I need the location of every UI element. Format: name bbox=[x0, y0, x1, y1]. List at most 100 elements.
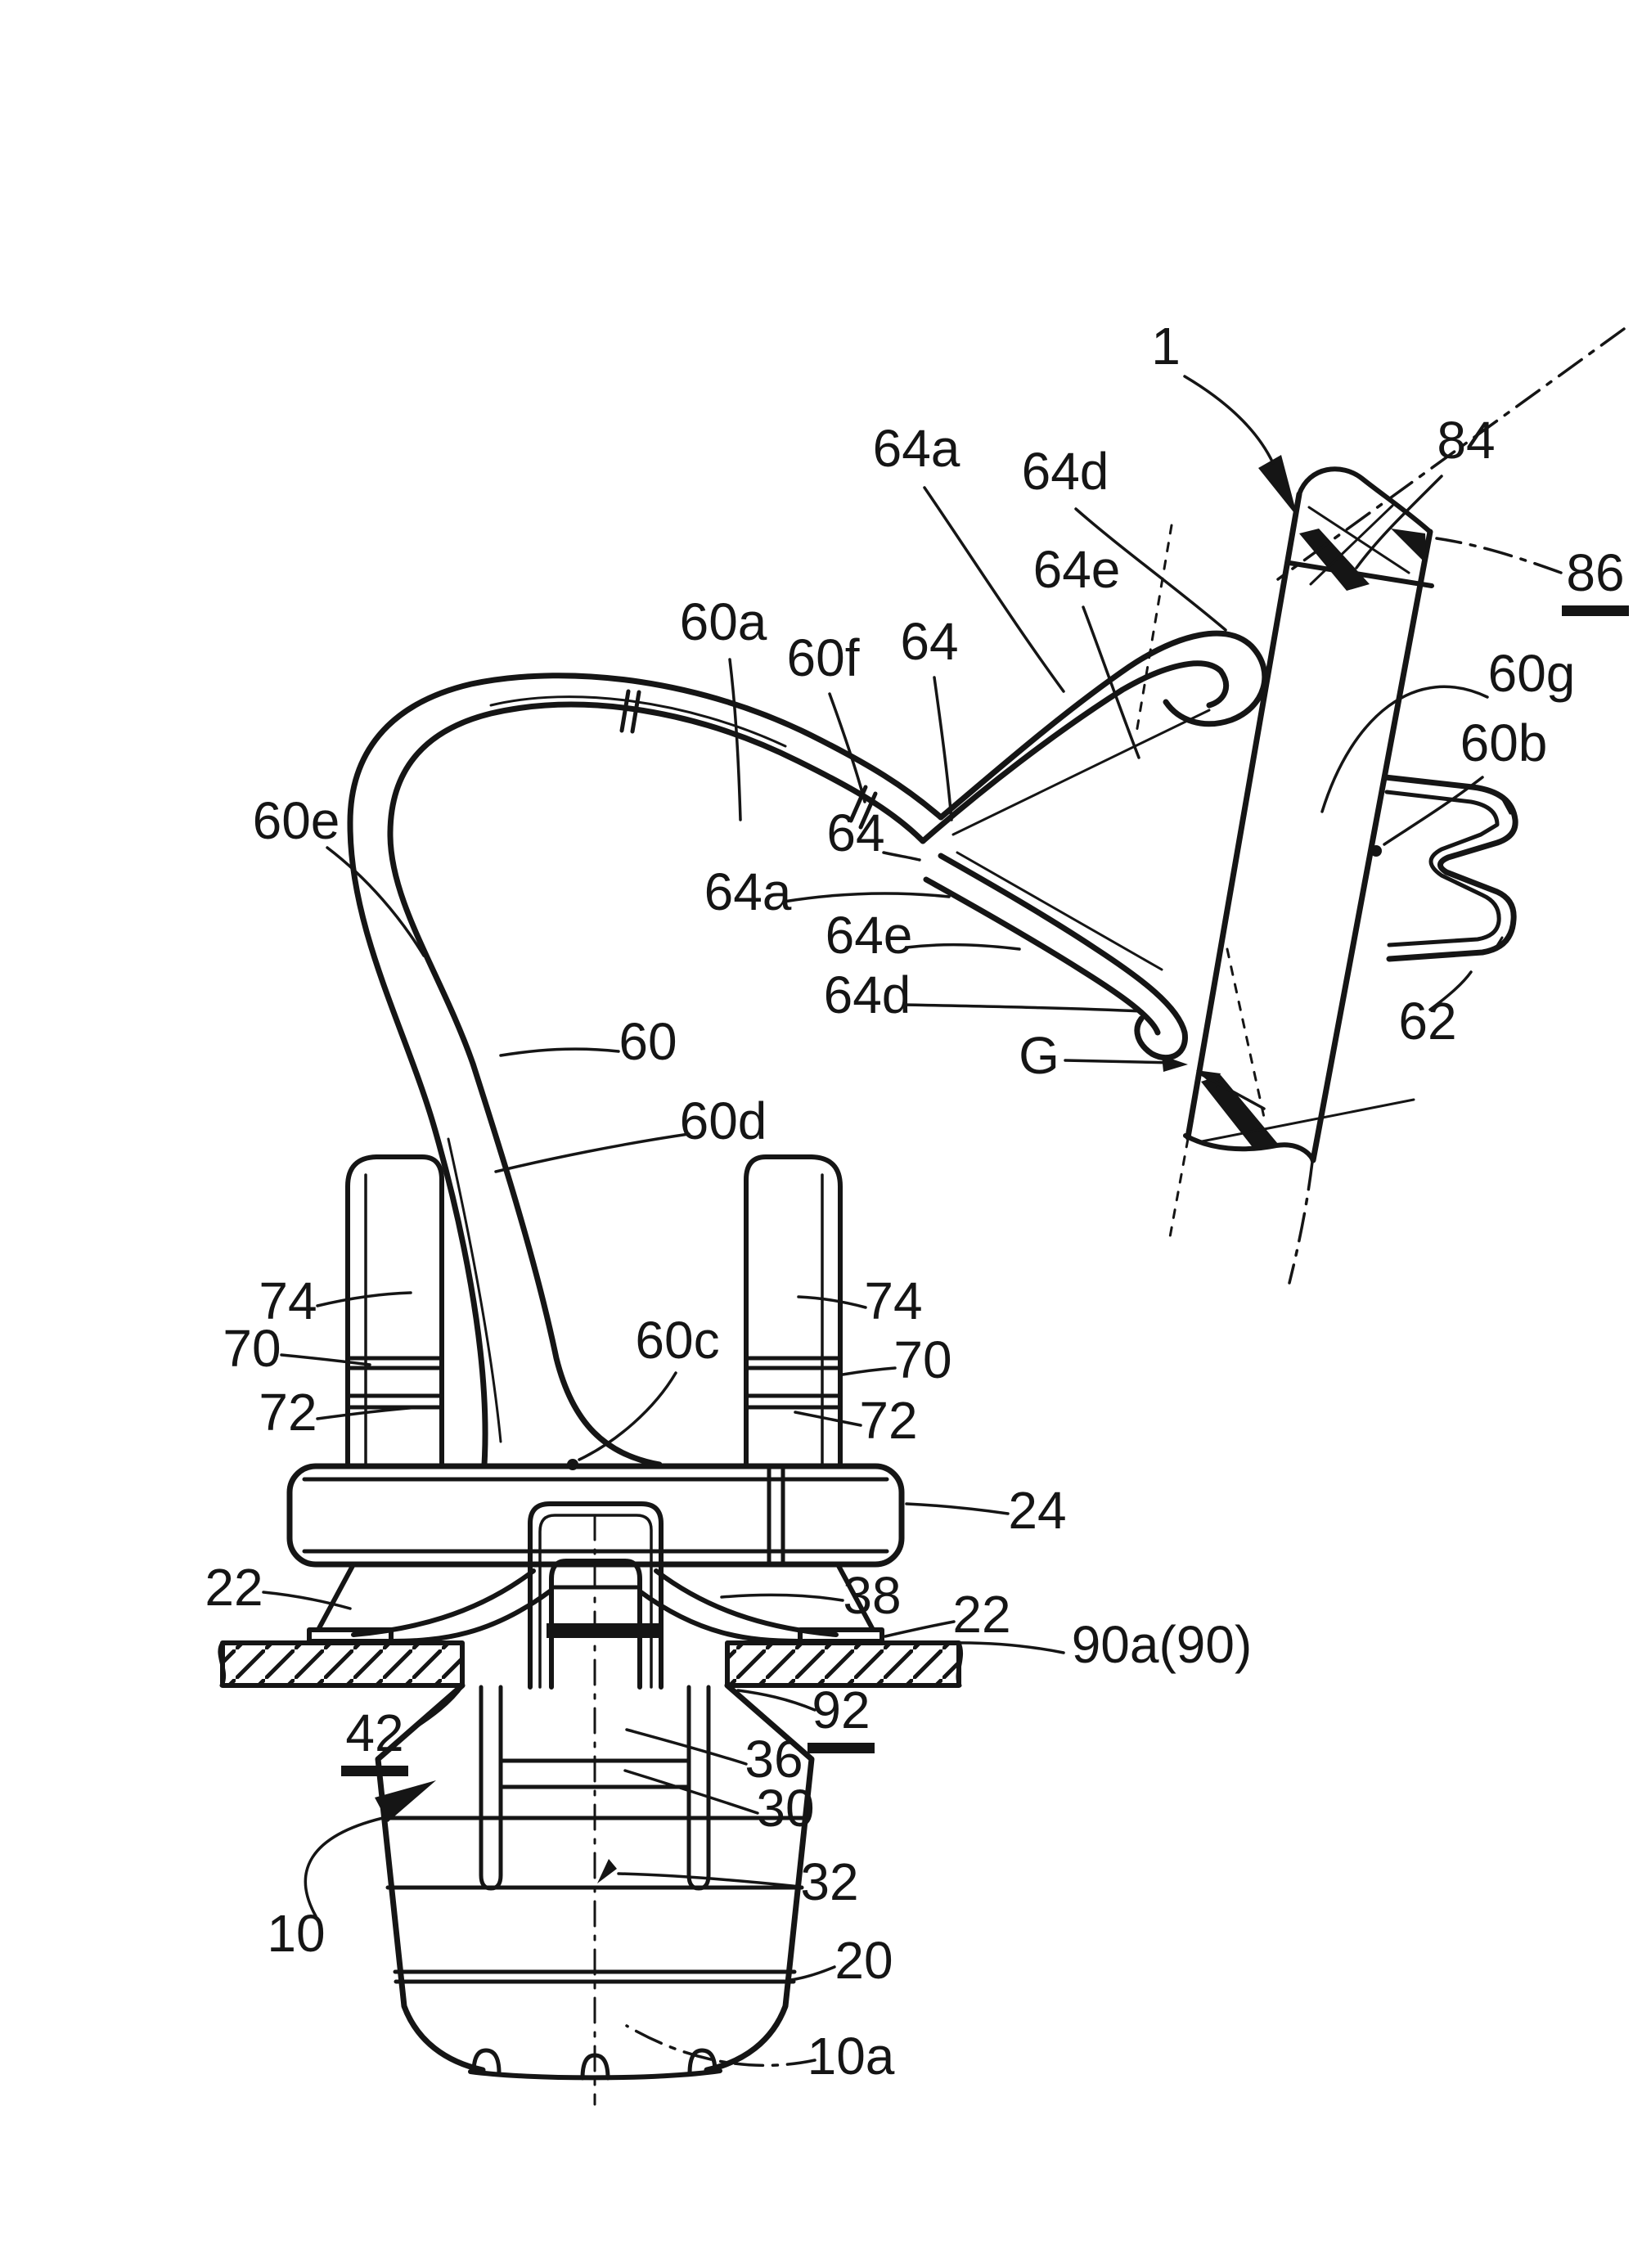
leader-lines bbox=[262, 375, 1563, 2068]
pin-shadow-band bbox=[547, 1623, 661, 1638]
ref-20: 20 bbox=[834, 1931, 893, 1990]
ref-30: 30 bbox=[756, 1779, 814, 1838]
ref-22R: 22 bbox=[952, 1585, 1010, 1644]
ref-64-top: 64 bbox=[900, 612, 958, 671]
mating-plate-86 bbox=[1134, 327, 1626, 1285]
leader-ref-60e bbox=[326, 846, 425, 957]
leader-ref-10a bbox=[625, 2024, 817, 2068]
ref-64a-top: 64a bbox=[873, 419, 960, 478]
leader-ref-20 bbox=[789, 1965, 836, 1982]
center-tube bbox=[528, 1501, 664, 1690]
leader-ref-38 bbox=[720, 1593, 844, 1602]
plate-section-wedge-lower bbox=[1201, 1075, 1278, 1150]
edge-clip-60b bbox=[1382, 774, 1518, 962]
ref-10: 10 bbox=[267, 1904, 325, 1963]
ref-74L: 74 bbox=[259, 1271, 317, 1330]
leader-ref-60f bbox=[828, 692, 866, 803]
ref-1: 1 bbox=[1151, 317, 1181, 376]
leader-ref-64a-top bbox=[923, 486, 1065, 693]
leader-ref-90a bbox=[946, 1641, 1065, 1654]
leader-ref-64d-top bbox=[1074, 507, 1227, 632]
leader-ref-70R bbox=[841, 1366, 897, 1376]
ref-60f: 60f bbox=[787, 628, 860, 687]
ref-60: 60 bbox=[619, 1012, 677, 1071]
ref-86: 86 bbox=[1566, 543, 1624, 602]
leader-ref-60 bbox=[499, 1047, 620, 1057]
ref-60g: 60g bbox=[1488, 644, 1576, 703]
leader-ref-1 bbox=[1183, 375, 1275, 465]
arrow-32-head bbox=[597, 1859, 617, 1883]
leader-ref-86 bbox=[1435, 537, 1563, 574]
leader-ref-64-mid bbox=[882, 851, 921, 862]
leader-ref-84 bbox=[1355, 475, 1443, 569]
leader-ref-74R bbox=[797, 1295, 867, 1309]
ref-64d-top: 64d bbox=[1022, 442, 1109, 501]
leader-ref-24 bbox=[905, 1502, 1010, 1515]
leader-ref-70L bbox=[280, 1353, 371, 1366]
ref-60d: 60d bbox=[680, 1091, 767, 1150]
leader-ref-60d bbox=[494, 1132, 691, 1173]
ref-86-underline bbox=[1562, 605, 1629, 616]
ref-22L: 22 bbox=[205, 1558, 263, 1617]
leader-ref-64d-mid bbox=[903, 1003, 1144, 1013]
phantom-line-upper bbox=[1276, 327, 1626, 581]
ref-38: 38 bbox=[843, 1566, 901, 1625]
ref-10a: 10a bbox=[808, 2027, 895, 2086]
leader-ref-64e-top bbox=[1082, 605, 1140, 759]
ref-90a: 90a(90) bbox=[1072, 1615, 1253, 1674]
ref-60c: 60c bbox=[635, 1311, 719, 1370]
ref-72R: 72 bbox=[859, 1391, 917, 1450]
ref-42: 42 bbox=[345, 1703, 403, 1762]
leader-ref-64e-mid bbox=[905, 943, 1021, 951]
leader-ref-30 bbox=[623, 1769, 759, 1815]
ref-32: 32 bbox=[800, 1852, 858, 1911]
plate-section-wedge-upper bbox=[1299, 529, 1370, 591]
arrow-10-head bbox=[375, 1780, 436, 1822]
ref-60b: 60b bbox=[1460, 713, 1548, 772]
leader-dot-ref-60c bbox=[567, 1459, 578, 1470]
leader-ref-92 bbox=[736, 1689, 817, 1712]
ref-92: 92 bbox=[812, 1681, 870, 1739]
ref-60e: 60e bbox=[253, 791, 340, 850]
leader-ref-72L bbox=[316, 1406, 421, 1420]
post-left bbox=[345, 1154, 444, 1469]
ref-36: 36 bbox=[745, 1730, 803, 1789]
plate-corner-wedge bbox=[1391, 529, 1427, 565]
ref-70L: 70 bbox=[223, 1319, 281, 1378]
ref-60a: 60a bbox=[680, 592, 767, 651]
leader-ref-60b bbox=[1383, 776, 1484, 846]
leader-dot-ref-60b bbox=[1370, 845, 1382, 857]
leader-ref-64a-mid bbox=[782, 892, 951, 903]
leader-ref-60g bbox=[1320, 685, 1489, 813]
funnel-mouth-64 bbox=[920, 630, 1268, 1061]
leader-ref-62 bbox=[1428, 970, 1473, 1011]
ref-64-mid: 64 bbox=[826, 803, 884, 862]
ref-72L: 72 bbox=[259, 1383, 317, 1442]
ref-74R: 74 bbox=[864, 1271, 922, 1330]
leader-ref-22L bbox=[262, 1591, 352, 1610]
anchor-stem-20 bbox=[375, 1514, 815, 2106]
ref-64d-mid: 64d bbox=[824, 965, 911, 1024]
ref-64a-mid: 64a bbox=[704, 862, 792, 921]
phantom-line-lower bbox=[1288, 1160, 1314, 1285]
leader-ref-10 bbox=[304, 1816, 385, 1918]
leader-ref-22R bbox=[884, 1620, 956, 1638]
ref-64e-top: 64e bbox=[1033, 540, 1121, 599]
leader-ref-60c bbox=[578, 1371, 677, 1461]
ref-64e-mid: 64e bbox=[825, 906, 913, 965]
ref-92-underline bbox=[808, 1743, 875, 1753]
ref-G: G bbox=[1019, 1026, 1059, 1085]
leader-ref-72R bbox=[794, 1411, 862, 1427]
leader-ref-60a bbox=[728, 658, 742, 821]
clip-arm-60 bbox=[347, 673, 944, 1468]
leader-ref-36 bbox=[625, 1728, 748, 1766]
panel-90a bbox=[218, 1640, 964, 1688]
leader-ref-42 bbox=[403, 1684, 465, 1736]
leader-ref-74L bbox=[316, 1291, 412, 1307]
ref-42-underline bbox=[341, 1766, 408, 1776]
leader-ref-64-top bbox=[933, 676, 953, 821]
arrow-g-second-line bbox=[1201, 1073, 1266, 1110]
